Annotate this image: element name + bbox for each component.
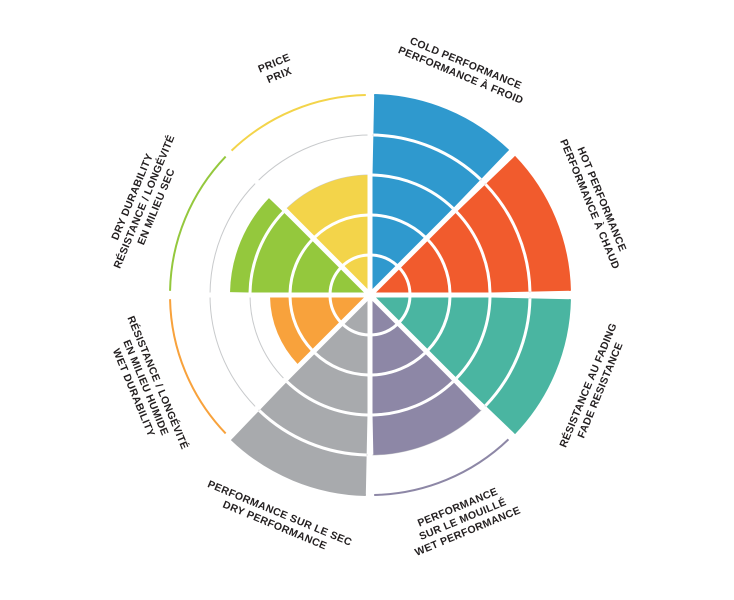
ring-divider xyxy=(285,380,368,417)
sector-separator xyxy=(221,146,372,297)
outer-arc-wet-performance xyxy=(374,438,510,496)
ring-divider xyxy=(397,295,412,324)
sector-fade-resistance xyxy=(370,295,570,434)
outer-arc-price xyxy=(230,94,366,152)
ring-divider xyxy=(371,351,427,377)
ring-divider xyxy=(397,266,412,295)
sector-price xyxy=(286,175,370,295)
outer-arc-wet-durability xyxy=(169,299,227,435)
ring-divider xyxy=(288,238,314,294)
outer-arc-dry-durability xyxy=(169,155,227,291)
sector-wet-performance xyxy=(370,295,481,455)
sector-separator xyxy=(368,293,519,444)
sector-separator xyxy=(221,293,372,444)
ring-divider xyxy=(455,210,492,293)
ring-divider xyxy=(248,210,285,293)
sector-dry-durability xyxy=(230,198,370,295)
ring-divider xyxy=(372,173,455,210)
ring-divider xyxy=(328,266,343,295)
sector-dry-performance xyxy=(231,295,370,495)
ring-divider xyxy=(373,133,482,181)
ring-divider xyxy=(341,322,370,337)
ring-divider xyxy=(370,253,399,268)
ring-divider xyxy=(258,409,367,457)
ring-divider xyxy=(484,298,532,407)
sector-hot-performance xyxy=(370,156,570,295)
sector-separator xyxy=(368,146,519,297)
sector-cold-performance xyxy=(370,95,509,296)
ring-divider xyxy=(426,296,452,352)
ring-divider xyxy=(313,351,369,377)
ring-divider xyxy=(426,238,452,294)
sector-wet-durability xyxy=(270,295,370,365)
ring-divider xyxy=(328,295,343,324)
ring-divider xyxy=(370,322,399,337)
ring-divider xyxy=(288,296,314,352)
ring-divider xyxy=(484,183,532,292)
ring-divider xyxy=(313,213,369,239)
ring-divider xyxy=(341,253,370,268)
ring-divider xyxy=(455,297,492,380)
ring-divider xyxy=(372,380,455,417)
ring-divider xyxy=(371,213,427,239)
